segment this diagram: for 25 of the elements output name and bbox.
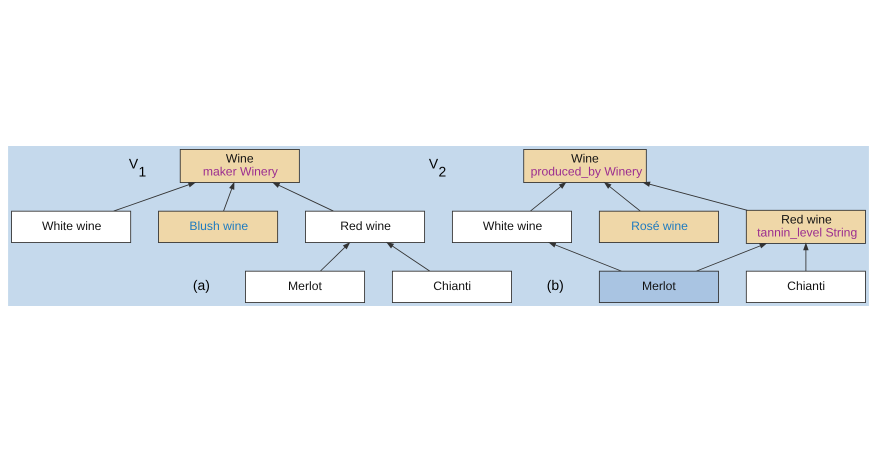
node-box: Red wine bbox=[305, 210, 426, 243]
arrow bbox=[113, 182, 196, 212]
node-box: Wine produced_by Winery bbox=[523, 149, 647, 183]
label: (b) bbox=[546, 277, 564, 294]
arrow bbox=[530, 182, 567, 212]
node-box: Merlot bbox=[245, 270, 366, 303]
node-box: Chianti bbox=[392, 270, 512, 303]
arrow bbox=[548, 242, 622, 272]
node-box: Red wine tannin_level String bbox=[746, 210, 866, 244]
arrow bbox=[320, 242, 350, 272]
arrow bbox=[386, 242, 430, 272]
node-box: White wine bbox=[452, 210, 572, 243]
node-box: Chianti bbox=[746, 270, 866, 303]
arrow bbox=[803, 242, 809, 272]
label: (a) bbox=[192, 277, 210, 294]
node-box: Merlot bbox=[598, 270, 719, 303]
node-box: White wine bbox=[11, 210, 132, 243]
node-box: Rosé wine bbox=[598, 210, 719, 243]
arrow bbox=[642, 182, 748, 211]
arrow bbox=[223, 182, 234, 212]
node-box: Wine maker Winery bbox=[180, 149, 300, 183]
arrow bbox=[272, 182, 334, 212]
arrow bbox=[696, 243, 768, 272]
node-box: Blush wine bbox=[158, 210, 278, 243]
arrow bbox=[604, 182, 641, 212]
